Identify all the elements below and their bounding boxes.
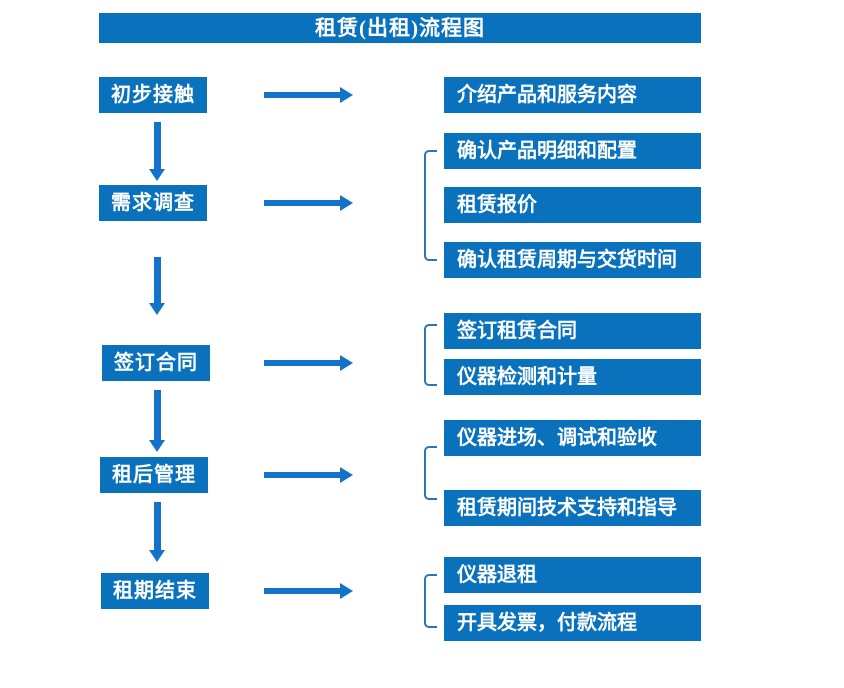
flow-arrow-3-shaft <box>264 360 341 366</box>
flow-arrow-3-head <box>340 355 353 371</box>
step-box-post-rental: 租后管理 <box>100 457 208 493</box>
down-arrow-4-head <box>149 550 165 562</box>
down-arrow-2-head <box>149 303 165 315</box>
step-box-initial-contact: 初步接触 <box>99 77 207 113</box>
bracket-sign-contract <box>424 324 437 386</box>
down-arrow-1-head <box>149 169 165 181</box>
flow-arrow-2 <box>264 195 353 211</box>
bracket-demand-survey <box>424 150 437 261</box>
flow-arrow-2-shaft <box>264 200 341 206</box>
flow-arrow-1-shaft <box>264 92 341 98</box>
down-arrow-1-shaft <box>154 122 161 170</box>
flow-arrow-4 <box>264 467 353 483</box>
detail-box-instrument-check: 仪器检测和计量 <box>444 359 701 395</box>
down-arrow-3 <box>149 390 166 452</box>
down-arrow-4 <box>149 502 166 562</box>
down-arrow-3-shaft <box>154 390 161 441</box>
detail-box-instrument-entry: 仪器进场、调试和验收 <box>444 420 701 456</box>
down-arrow-2-shaft <box>154 257 161 304</box>
flow-arrow-4-head <box>340 467 353 483</box>
detail-box-return-rental: 仪器退租 <box>444 557 701 593</box>
flow-arrow-1-head <box>340 87 353 103</box>
step-box-sign-contract: 签订合同 <box>102 345 210 381</box>
detail-box-confirm-product: 确认产品明细和配置 <box>444 133 701 169</box>
bracket-post-rental <box>424 446 437 500</box>
step-box-demand-survey: 需求调查 <box>99 185 207 221</box>
detail-box-sign-lease: 签订租赁合同 <box>444 313 701 349</box>
detail-box-confirm-period: 确认租赁周期与交货时间 <box>444 242 701 278</box>
step-box-rental-end: 租期结束 <box>101 573 209 609</box>
flow-arrow-2-head <box>340 195 353 211</box>
detail-box-invoice-payment: 开具发票，付款流程 <box>444 605 701 641</box>
detail-box-intro-products: 介绍产品和服务内容 <box>444 77 701 113</box>
flow-arrow-4-shaft <box>264 472 341 478</box>
down-arrow-4-shaft <box>154 502 161 551</box>
down-arrow-2 <box>149 257 166 315</box>
flow-arrow-5-shaft <box>264 588 341 594</box>
bracket-rental-end <box>424 574 437 628</box>
flow-arrow-1 <box>264 87 353 103</box>
flow-arrow-5 <box>264 583 353 599</box>
down-arrow-3-head <box>149 440 165 452</box>
detail-box-rental-quote: 租赁报价 <box>444 187 701 223</box>
flow-arrow-5-head <box>340 583 353 599</box>
down-arrow-1 <box>149 122 166 181</box>
flow-arrow-3 <box>264 355 353 371</box>
detail-box-tech-support: 租赁期间技术支持和指导 <box>444 490 701 526</box>
flowchart-title: 租赁(出租)流程图 <box>99 13 701 43</box>
